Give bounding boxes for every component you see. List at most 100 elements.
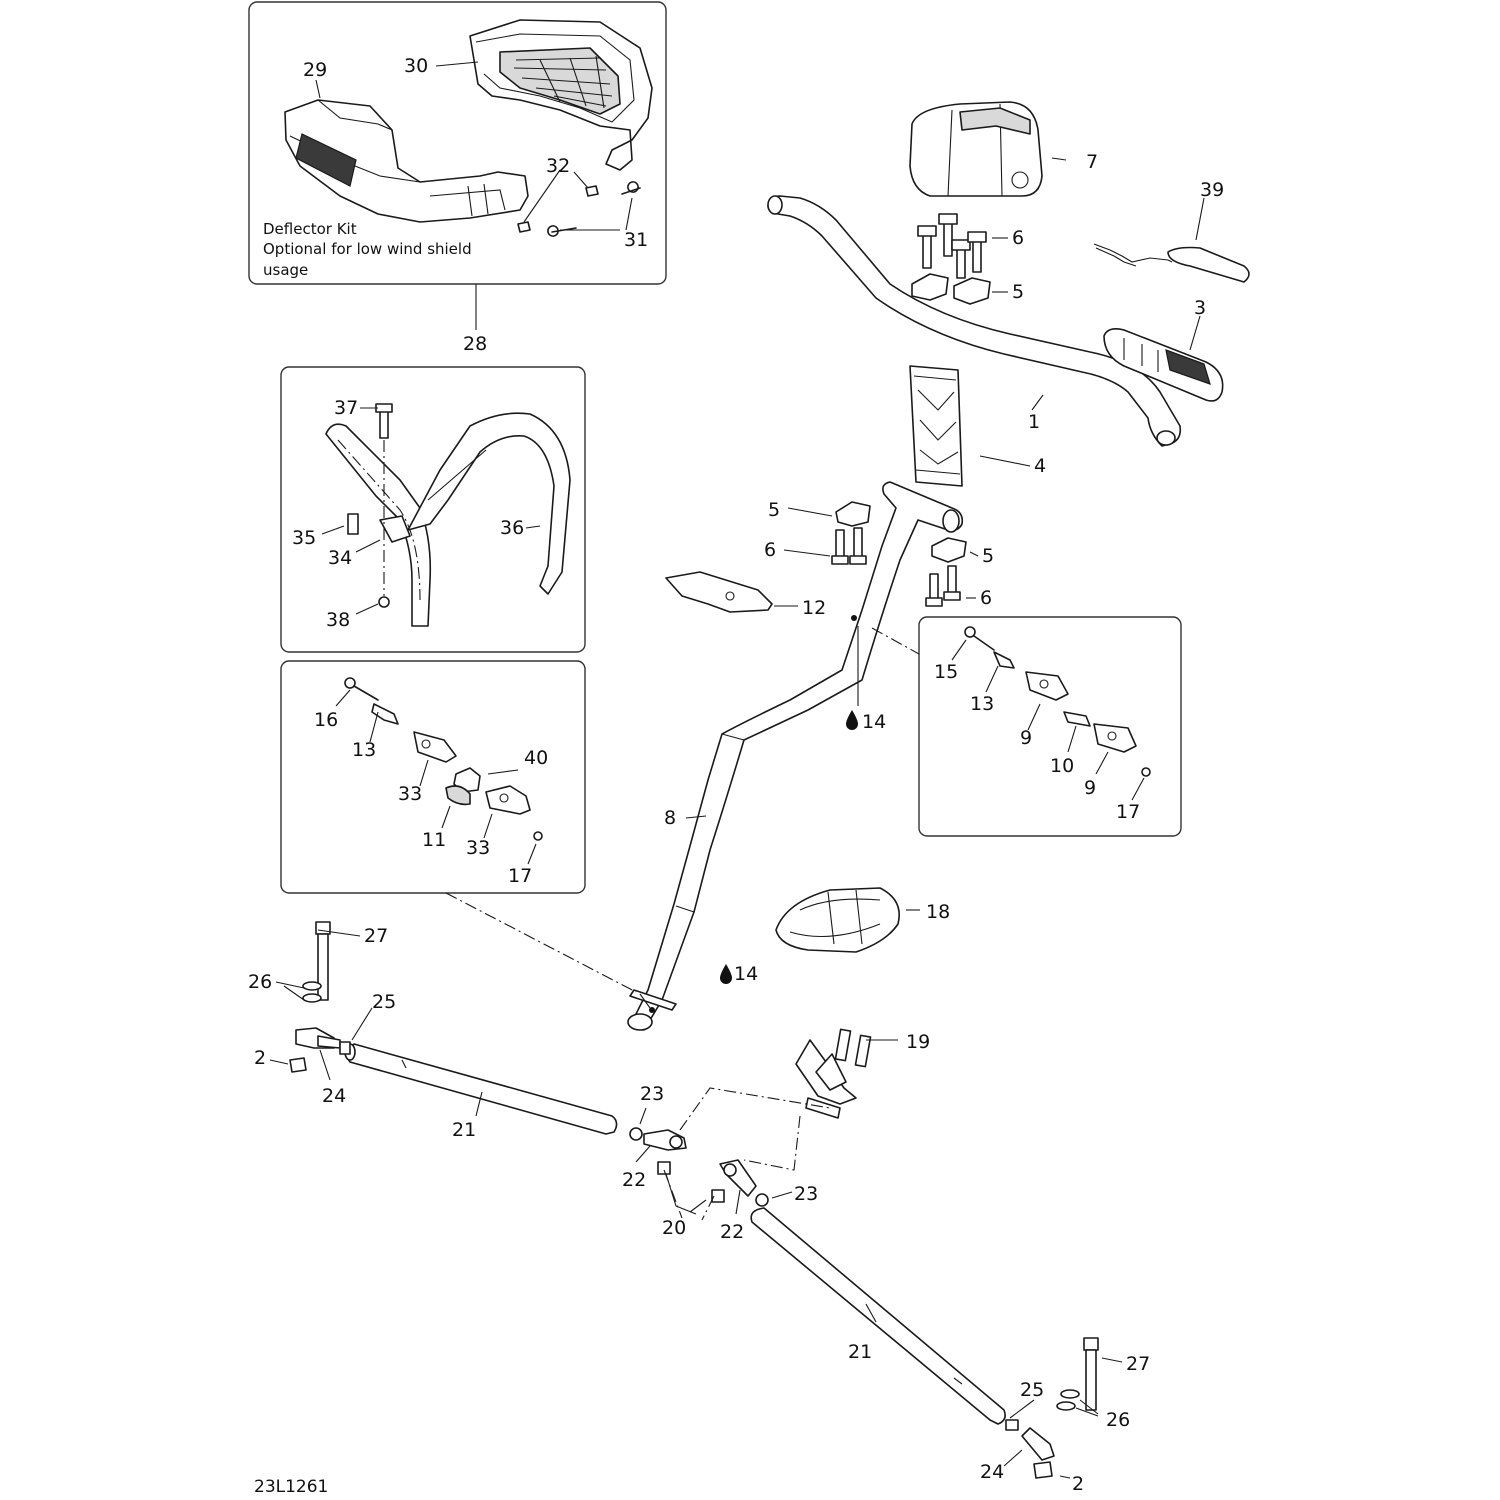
callout-12: 12: [802, 597, 826, 619]
callout-24: 24: [322, 1085, 346, 1107]
callout-6: 6: [764, 539, 776, 561]
callout-10: 10: [1050, 755, 1074, 777]
callout-39: 39: [1200, 179, 1224, 201]
callout-35: 35: [292, 527, 316, 549]
callout-4: 4: [1034, 455, 1046, 477]
callout-22: 22: [622, 1169, 646, 1191]
callout-26: 26: [1106, 1409, 1130, 1431]
callout-27: 27: [1126, 1353, 1150, 1375]
tie-link-detail-right: [964, 626, 1151, 777]
callout-26: 26: [248, 971, 272, 993]
callout-19: 19: [906, 1031, 930, 1053]
callout-13: 13: [352, 739, 376, 761]
callout-17: 17: [508, 865, 532, 887]
callout-9: 9: [1020, 727, 1032, 749]
rod-end-left: [289, 1027, 341, 1073]
callout-23: 23: [640, 1083, 664, 1105]
deflector-note-line2: Optional for low wind shield: [263, 240, 472, 258]
clamps-lower: [835, 501, 967, 563]
deflector-left: [284, 99, 529, 223]
callout-25: 25: [372, 991, 396, 1013]
handlebar-riser: [909, 365, 963, 487]
callout-5: 5: [1012, 281, 1024, 303]
callout-14: 14: [862, 711, 886, 733]
callout-24: 24: [980, 1461, 1004, 1483]
callout-37: 37: [334, 397, 358, 419]
tie-link-detail-left: [344, 677, 543, 841]
leader-lines: [269, 61, 1205, 1479]
steering-plate: [665, 571, 773, 613]
callout-23: 23: [794, 1183, 818, 1205]
callout-16: 16: [314, 709, 338, 731]
callout-33: 33: [466, 837, 490, 859]
callout-29: 29: [303, 59, 327, 81]
callout-7: 7: [1086, 151, 1098, 173]
callout-32: 32: [546, 155, 570, 177]
callout-33: 33: [398, 783, 422, 805]
washers-right: [1056, 1389, 1080, 1411]
callout-15: 15: [934, 661, 958, 683]
callout-labels: 1 2 2 3 4 5 5 5 6 6 6 7 8 9 9 10 11 12 1…: [248, 55, 1224, 1495]
callout-14: 14: [734, 963, 758, 985]
callout-27: 27: [364, 925, 388, 947]
bolt-right: [1083, 1337, 1099, 1411]
callout-34: 34: [328, 547, 352, 569]
callout-6: 6: [1012, 227, 1024, 249]
callout-21: 21: [452, 1119, 476, 1141]
clamps-top: [911, 273, 991, 305]
callout-13: 13: [970, 693, 994, 715]
handlebar: [767, 195, 1182, 447]
callout-17: 17: [1116, 801, 1140, 823]
callout-5: 5: [982, 545, 994, 567]
riser-extension-detail: [325, 403, 571, 627]
deflector-right: [469, 19, 653, 171]
lubricant-drop-icon: [846, 710, 858, 730]
callout-1: 1: [1028, 411, 1040, 433]
callout-6: 6: [980, 587, 992, 609]
callout-9: 9: [1084, 777, 1096, 799]
drawing-code: 23L1261: [254, 1477, 328, 1497]
bolt-left: [315, 921, 331, 1001]
steering-link-detail-box-left: [280, 660, 586, 894]
deflector-note-line3: usage: [263, 261, 308, 279]
jam-nuts: [339, 1041, 1019, 1431]
callout-36: 36: [500, 517, 524, 539]
callout-11: 11: [422, 829, 446, 851]
handlebar-riser-detail-box: [280, 366, 586, 653]
callout-3: 3: [1194, 297, 1206, 319]
deflector-hardware: [517, 181, 641, 237]
lubricant-drop-icon: [720, 964, 732, 984]
ball-joints: [643, 1129, 757, 1203]
callout-21: 21: [848, 1341, 872, 1363]
callout-20: 20: [662, 1217, 686, 1239]
callout-2: 2: [1072, 1473, 1084, 1495]
steering-cover: [775, 887, 900, 953]
callout-40: 40: [524, 747, 548, 769]
callout-25: 25: [1020, 1379, 1044, 1401]
callout-2: 2: [254, 1047, 266, 1069]
callout-28: 28: [463, 333, 487, 355]
tie-rod-right: [750, 1207, 1006, 1425]
steering-link-detail-box-right: [918, 616, 1182, 837]
callout-30: 30: [404, 55, 428, 77]
callout-22: 22: [720, 1221, 744, 1243]
deflector-note-line1: Deflector Kit: [263, 220, 357, 238]
steering-bracket: [795, 1028, 872, 1119]
callout-5: 5: [768, 499, 780, 521]
tie-rod-left: [344, 1043, 618, 1135]
washers-left: [302, 981, 322, 1003]
callout-8: 8: [664, 807, 676, 829]
callout-31: 31: [624, 229, 648, 251]
steering-column: [627, 481, 964, 1031]
callout-18: 18: [926, 901, 950, 923]
handlebar-grip: [1103, 328, 1224, 402]
deflector-kit-box: [248, 1, 667, 285]
handlebar-pad: [909, 101, 1043, 197]
rod-end-right: [1021, 1427, 1055, 1479]
clamp-bolts-lower: [831, 527, 961, 607]
clamp-bolts-top: [917, 213, 987, 279]
callout-38: 38: [326, 609, 350, 631]
heated-grip-element: [1093, 243, 1250, 283]
